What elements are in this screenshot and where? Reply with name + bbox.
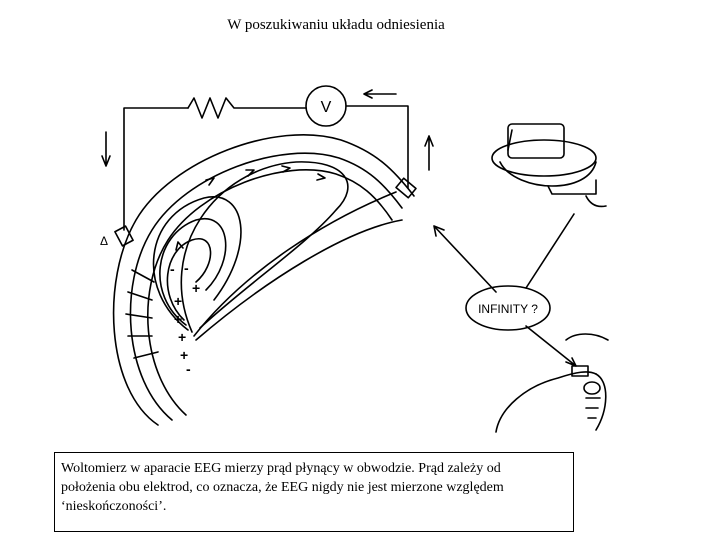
- skull-outline: [129, 152, 403, 421]
- caption-line: ‘nieskończoności’.: [61, 499, 167, 514]
- electrode-left: [114, 225, 134, 247]
- radial-arrow: [131, 269, 155, 283]
- circuit-wire-right: [345, 105, 409, 189]
- radial-arrow: [127, 291, 153, 301]
- field-line: [195, 219, 403, 341]
- current-arrow-left: [101, 131, 111, 167]
- electrode-finger: [571, 365, 589, 377]
- field-arrow: [205, 177, 215, 186]
- current-arrow-top: [363, 89, 397, 99]
- resistor-icon: [187, 97, 307, 119]
- radial-arrow: [125, 313, 153, 319]
- field-arrow: [175, 241, 184, 251]
- field-line: [152, 196, 242, 331]
- voltmeter-label: V: [321, 99, 332, 116]
- dipole-sign: -: [184, 260, 189, 276]
- dipole-sign: -: [186, 361, 191, 377]
- field-line: [193, 191, 397, 337]
- infinity-bubble: [465, 285, 551, 331]
- dipole-sign: +: [180, 347, 188, 363]
- brain-outline: [147, 169, 393, 416]
- field-line: [180, 161, 349, 333]
- field-arrow: [316, 173, 326, 181]
- caption-line: położenia obu elektrod, co oznacza, że E…: [61, 480, 504, 495]
- field-arrow: [245, 169, 255, 177]
- caption-box: Woltomierz w aparacie EEG mierzy prąd pł…: [54, 452, 574, 532]
- eeg-circuit-diagram: V Δ INFINITY ? - - + + + + + -: [100, 85, 609, 433]
- circuit-wire-left: [123, 107, 189, 231]
- dipole-sign: -: [170, 261, 175, 277]
- dipole-sign: +: [174, 311, 182, 327]
- field-line: [159, 217, 227, 326]
- electrode-label: Δ: [100, 234, 108, 248]
- dipole-sign: +: [174, 293, 182, 309]
- caption-line: Woltomierz w aparacie EEG mierzy prąd pł…: [61, 461, 501, 476]
- infinity-link-top: [433, 225, 497, 293]
- scalp-outline: [112, 134, 415, 426]
- dipole-sign: +: [192, 280, 200, 296]
- electrode-right: [395, 177, 417, 199]
- infinity-link-toilet: [525, 213, 575, 289]
- infinity-link-finger: [525, 325, 577, 367]
- field-line: [166, 237, 212, 321]
- infinity-label: INFINITY ?: [478, 302, 538, 316]
- dipole-sign: +: [178, 329, 186, 345]
- radial-arrow: [133, 351, 159, 359]
- finger-icon: [495, 333, 609, 433]
- current-arrow-right: [424, 135, 434, 171]
- slide-title: W poszukiwaniu układu odniesienia: [227, 17, 445, 33]
- toilet-icon: [491, 123, 607, 208]
- field-arrow: [281, 165, 291, 173]
